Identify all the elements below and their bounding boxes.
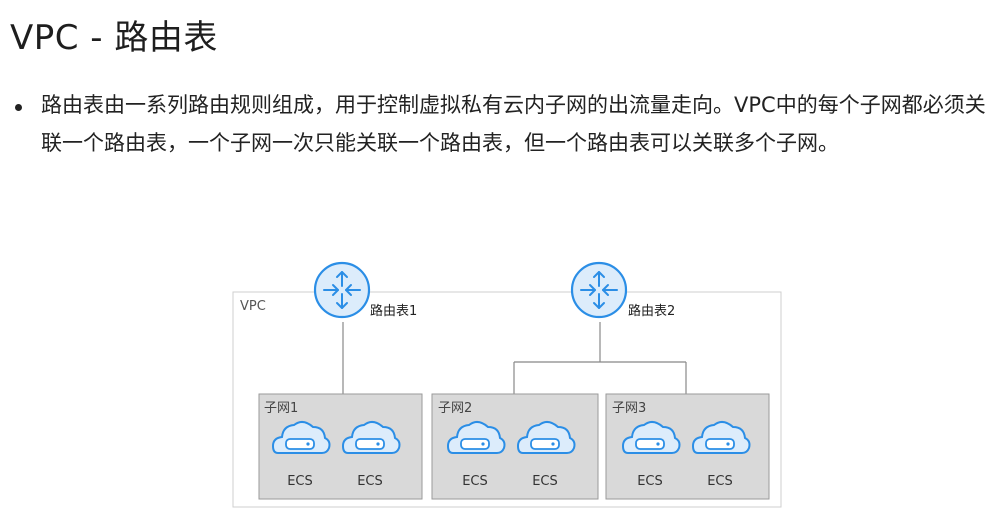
- ecs-cloud-icon: [691, 421, 751, 454]
- ecs-cloud-icon: [516, 421, 576, 454]
- ecs-label: ECS: [637, 474, 663, 489]
- vpc-label: VPC: [240, 299, 266, 314]
- bullet-dot: [15, 104, 22, 111]
- router-icon: [313, 261, 371, 319]
- subnet-3-label: 子网3: [612, 401, 646, 416]
- route-table-1-label: 路由表1: [370, 303, 417, 319]
- bullet-text: 路由表由一系列路由规则组成，用于控制虚拟私有云内子网的出流量走向。VPC中的每个…: [41, 93, 986, 155]
- ecs-label: ECS: [707, 474, 733, 489]
- page-title: VPC - 路由表: [10, 18, 218, 58]
- ecs-label: ECS: [532, 474, 558, 489]
- subnet-2-label: 子网2: [438, 401, 472, 416]
- router-icon: [570, 261, 628, 319]
- route-table-2-label: 路由表2: [628, 303, 675, 319]
- ecs-cloud-icon: [341, 421, 401, 454]
- subnet-1-label: 子网1: [264, 401, 298, 416]
- ecs-cloud-icon: [446, 421, 506, 454]
- ecs-cloud-icon: [621, 421, 681, 454]
- ecs-label: ECS: [357, 474, 383, 489]
- ecs-label: ECS: [287, 474, 313, 489]
- ecs-label: ECS: [462, 474, 488, 489]
- ecs-cloud-icon: [271, 421, 331, 454]
